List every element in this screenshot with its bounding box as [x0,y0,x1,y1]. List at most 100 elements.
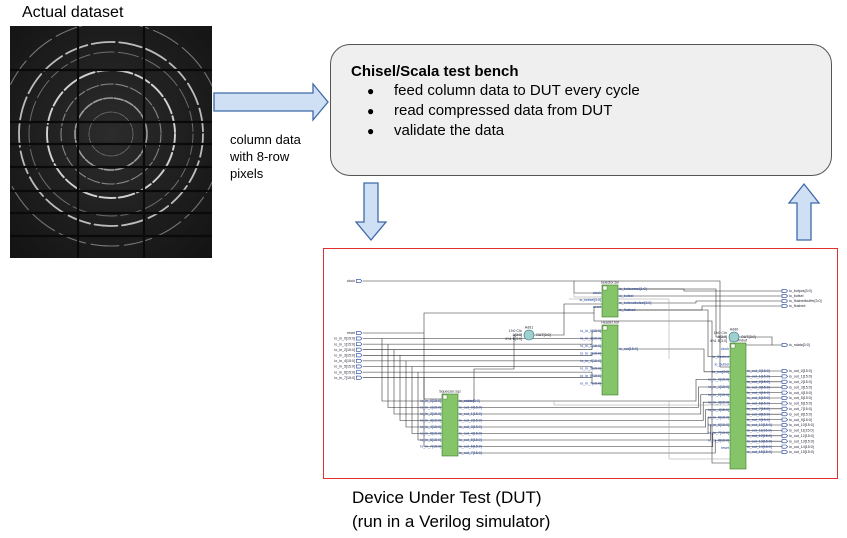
module-input-label: io_in_7[15:0] [708,431,729,435]
wire [363,371,602,377]
module-output-label: io_out_12[15:0] [747,434,772,438]
module-output-label: io_out_2[15:0] [747,380,770,384]
module-output-label: io_out_7[15:0] [459,451,482,455]
adder-icon [523,329,535,341]
wire [363,280,602,294]
output-port-label: io_flushed [789,304,805,308]
module-output-label: io_bufcurrsel[1:0] [619,287,647,291]
module-output-label: io_out_13[15:0] [747,439,772,443]
output-port-label: io_out_4[15:0] [789,391,812,395]
input-port-label: io_in_7[15:0] [334,376,355,380]
module-input-label: io_in_0[15:0] [420,399,441,403]
module-input-label: io_in_4[15:0] [708,408,729,412]
wire [458,439,730,454]
module-input-label: io_in_6[15:0] [708,423,729,427]
input-port-icon [356,370,363,374]
module-output-label: io_out_8[15:0] [747,412,770,416]
output-port-label: io_out_9[15:0] [789,418,812,422]
module-input-label: io_in_4[15:0] [580,359,601,363]
module-output-label: io_bufendbufsel[3:0] [619,301,651,305]
module-input-label: io_in_5[15:0] [708,416,729,420]
output-port-icon [781,423,789,427]
input-port-label: clock [347,279,355,283]
output-port-label: io_out_10[15:0] [789,423,814,427]
wire [363,338,602,345]
adder-input-label: A[3:0] [513,333,522,337]
input-port-icon [356,336,363,341]
input-port-icon [356,375,363,380]
module-input-label: clock [593,291,601,295]
down-arrow-icon [354,182,388,242]
wire [458,401,730,421]
output-port-icon [781,369,789,373]
module-input-label: io_bufsel[3:0] [580,298,601,302]
test-bench-list: feed column data to DUT every cycle read… [367,81,640,141]
wire [363,353,602,356]
input-port-label: io_in_5[15:0] [334,365,355,369]
output-port-label: io_out_5[15:0] [789,396,812,400]
module-output-label: io_ndata[3:0] [459,399,480,403]
output-port-icon [781,412,789,417]
diffraction-ring [18,41,204,227]
wire [458,417,730,434]
module-block [441,393,459,457]
module-output-label: io_out_11[15:0] [747,429,772,433]
dut-caption-line: (run in a Verilog simulator) [352,512,551,531]
wire [573,289,602,298]
module-output-label: io_flushed [619,308,635,312]
adder-output-label: OUT[3:0] [536,333,551,337]
module-name: Squeezer.sqz [439,390,461,394]
output-port-icon [781,379,789,384]
wire [458,379,730,402]
input-port-icon [356,279,363,283]
output-port-icon [781,374,789,379]
output-port-icon [781,390,789,395]
adder-name: Add0 [730,328,738,332]
dut-schematic: Squeezer.sqzio_in_0[15:0]io_in_1[15:0]io… [334,279,822,470]
wire [405,360,442,428]
input-port-label: io_in_3[15:0] [334,354,355,358]
module-input-label: io_in_5[15:0] [420,432,441,436]
input-port-label: io_in_6[15:0] [334,370,355,374]
module-block [601,324,619,396]
module-input-label: reset [593,305,601,309]
wire [668,401,730,460]
module-output-label: io_out[15:0] [619,347,638,351]
output-port-label: io_flushedbuffer[3:0] [789,299,822,303]
module-input-label: io_len[3:0] [712,370,729,374]
module-output-label: io_out_3[15:0] [747,385,770,389]
module-input-label: io_in_3[15:0] [708,400,729,404]
output-port-icon [781,294,789,298]
diffraction-dataset-image [10,26,212,258]
module-input-label: io_in_5[15:0] [580,367,601,371]
test-bench-item: feed column data to DUT every cycle [367,81,640,101]
output-port-label: io_bufpos[3:0] [789,289,812,293]
module-input-label: clock [721,347,729,351]
module-output-label: io_out_5[15:0] [459,438,482,442]
wire [423,377,442,447]
dut-caption-line: Device Under Test (DUT) [352,488,542,507]
output-port-label: io_out_11[15:0] [789,429,814,433]
input-port-label: reset [347,331,355,335]
input-port-label: io_in_0[15:0] [334,337,355,341]
input-port-label: io_in_2[15:0] [334,348,355,352]
output-port-icon [781,444,789,449]
output-port-label: io_out_14[15:0] [789,445,814,449]
module-output-label: io_out_1[15:0] [747,375,770,379]
output-port-icon [781,396,789,400]
module-output-label: io_out_15[15:0] [747,450,772,454]
dut-caption: Device Under Test (DUT) (run in a Verilo… [352,486,550,534]
output-port-icon [781,304,789,308]
output-port-icon [781,417,789,422]
diffraction-ring [28,51,194,217]
output-port-icon [781,343,789,347]
output-port-icon [781,406,789,411]
module-input-label: io_in_3[15:0] [420,419,441,423]
input-port-icon [356,359,363,363]
output-port-label: io_out_8[15:0] [789,412,812,416]
wire [618,305,782,311]
output-port-label: io_bufsel [789,294,804,298]
output-port-label: io_out_7[15:0] [789,407,812,411]
wire [363,366,602,369]
expand-icon [602,285,608,291]
